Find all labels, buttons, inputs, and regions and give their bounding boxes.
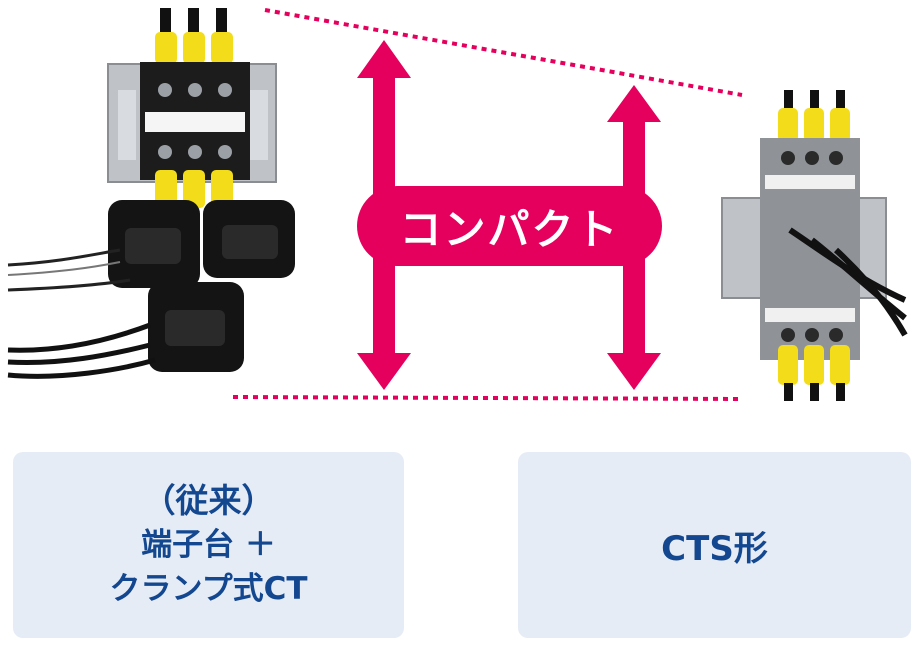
cts-caption-text: CTS形 xyxy=(661,528,768,569)
conventional-caption-line2: 端子台 ＋ xyxy=(141,527,276,563)
bottom-dotted-line xyxy=(232,395,743,401)
conventional-caption-line1: （従来） xyxy=(142,481,275,520)
cts-caption: CTS形 xyxy=(518,452,911,638)
compact-pill xyxy=(357,186,662,266)
cts-device-photo xyxy=(721,90,908,401)
conventional-caption: （従来） 端子台 ＋ クランプ式CT xyxy=(13,452,404,638)
top-dotted-line xyxy=(264,8,743,97)
compact-indicator xyxy=(357,40,662,390)
terminal-block-clamp-ct-photo xyxy=(7,8,295,379)
conventional-caption-line3: クランプ式CT xyxy=(109,571,308,607)
compact-label: コンパクト xyxy=(399,204,620,254)
